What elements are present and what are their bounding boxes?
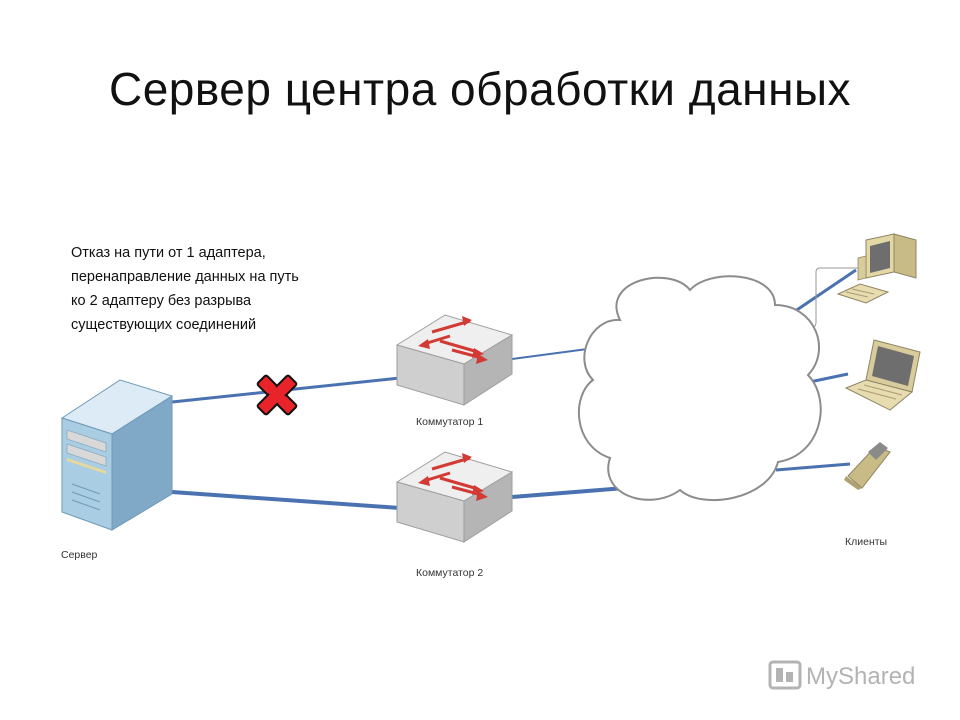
red-x-failure-icon	[256, 374, 298, 416]
watermark-text: MyShared	[806, 663, 915, 690]
slide-title: Сервер центра обработки данных	[108, 63, 852, 115]
switch2-label: Коммутатор 2	[416, 567, 483, 579]
note-line: существующих соединений	[71, 317, 257, 333]
failover-note: Отказ на пути от 1 адаптера, перенаправл…	[71, 241, 371, 337]
network-cloud-icon	[577, 275, 822, 502]
link-cloud-phone	[775, 462, 851, 472]
network-switch-icon	[395, 451, 514, 543]
link-server-switch2	[171, 490, 401, 510]
network-switch-icon	[395, 314, 514, 406]
note-line: перенаправление данных на путь	[71, 269, 299, 285]
mobile-phone-icon	[844, 442, 891, 490]
note-line: Отказ на пути от 1 адаптера,	[71, 245, 266, 261]
link-switch1-cloud	[511, 347, 596, 360]
link-switch2-cloud	[511, 486, 626, 499]
clients-label: Клиенты	[845, 536, 887, 548]
laptop-icon	[844, 339, 921, 411]
server-tower-icon	[60, 379, 174, 531]
desktop-computer-icon	[836, 233, 917, 304]
server-label: Сервер	[61, 549, 98, 561]
switch1-label: Коммутатор 1	[416, 416, 483, 428]
myshared-logo-icon: MyShared	[768, 660, 915, 690]
note-line: ко 2 адаптеру без разрыва	[71, 293, 252, 309]
